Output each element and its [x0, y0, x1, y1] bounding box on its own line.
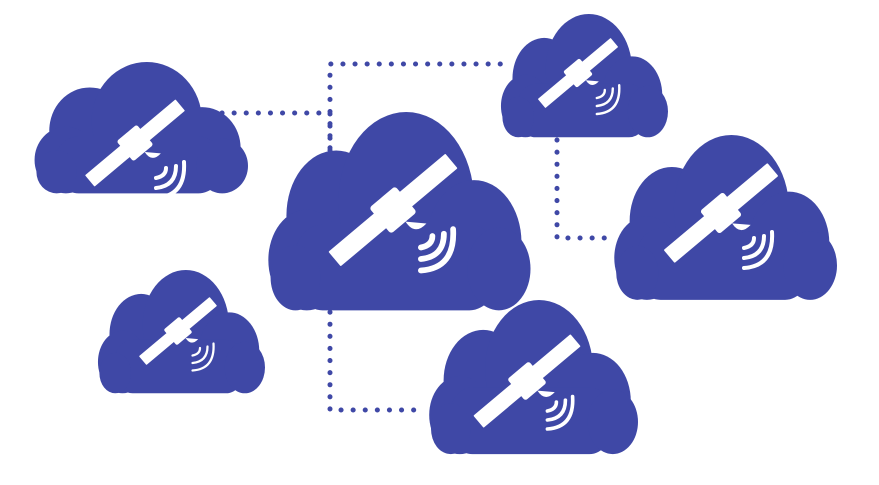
- signal-waves-icon: [742, 230, 775, 270]
- satellite-icon: [81, 94, 189, 192]
- satellite-icon: [136, 293, 220, 369]
- connector-center-bottom-center: [327, 297, 423, 413]
- connector-top-right-right: [554, 137, 608, 241]
- satellite-icons: [81, 34, 783, 433]
- signal-waves-icon: [545, 394, 575, 431]
- satellite-icon: [469, 329, 585, 433]
- satellite-icon: [534, 34, 622, 112]
- signal-waves-icon: [418, 226, 457, 274]
- connectors: [219, 61, 608, 413]
- signal-waves-icon: [191, 342, 215, 372]
- signal-waves-icon: [154, 160, 187, 200]
- signal-waves-icon: [595, 83, 621, 116]
- connector-center-top-right: [327, 61, 511, 163]
- clouds: [34, 14, 837, 455]
- satellite-icon: [323, 147, 463, 273]
- cloud-top-left: [34, 62, 249, 194]
- satellite-icon: [659, 157, 783, 269]
